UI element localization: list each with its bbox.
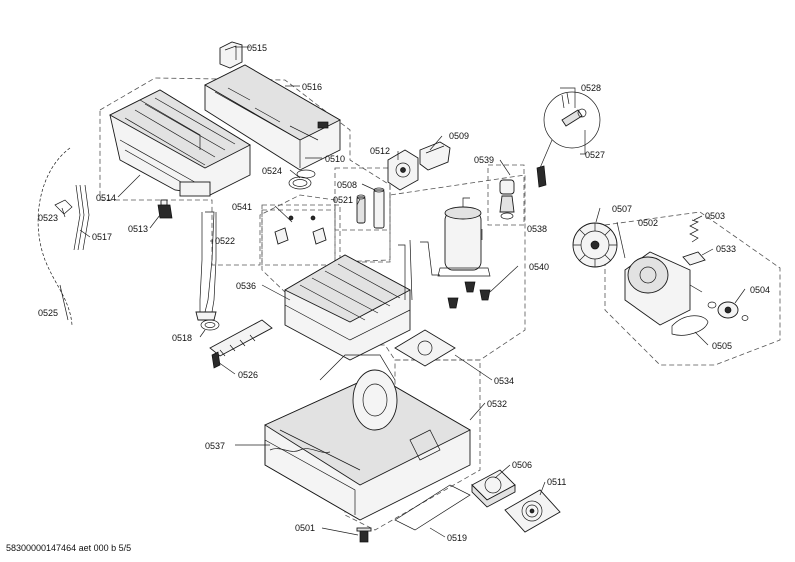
label-0539: 0539: [474, 155, 494, 165]
label-0528: 0528: [581, 83, 601, 93]
part-0517-hose: [73, 184, 90, 251]
label-0513: 0513: [128, 224, 148, 234]
label-0538: 0538: [527, 224, 547, 234]
label-0508: 0508: [337, 180, 357, 190]
label-0512: 0512: [370, 146, 390, 156]
label-0504: 0504: [750, 285, 770, 295]
part-0518-ring: [200, 319, 220, 331]
part-0540-feet: [447, 281, 491, 309]
part-0504-pulley: [707, 301, 749, 321]
assembly-outline-0508: [334, 167, 391, 231]
part-0536-heat-exchanger: [284, 239, 440, 361]
assembly-outline-base: [344, 359, 481, 531]
part-0507-impeller: [572, 222, 618, 268]
assembly-outline-0541: [261, 204, 341, 266]
label-0541: 0541: [232, 202, 252, 212]
label-0527: 0527: [585, 150, 605, 160]
label-0507: 0507: [612, 204, 632, 214]
label-0525: 0525: [38, 308, 58, 318]
assembly-outline-0539: [487, 164, 525, 226]
part-0512-pump: [387, 149, 419, 191]
part-0513-fitting: [157, 199, 173, 219]
label-0532: 0532: [487, 399, 507, 409]
label-0505: 0505: [712, 341, 732, 351]
part-0538-compressor: [437, 197, 491, 277]
assembly-outline-top: [99, 77, 391, 266]
label-0540: 0540: [529, 262, 549, 272]
part-0523-clip: [54, 199, 73, 215]
part-0524-ring: [288, 176, 312, 190]
label-0519: 0519: [447, 533, 467, 543]
part-0505-belt: [671, 315, 709, 336]
label-0501: 0501: [295, 523, 315, 533]
part-0502-motor: [624, 251, 703, 326]
label-0536: 0536: [236, 281, 256, 291]
part-0503-spring: [689, 219, 699, 243]
part-0501-screw: [356, 527, 372, 543]
label-0537: 0537: [205, 441, 225, 451]
part-0541-clips: [274, 215, 327, 245]
part-0539-valve: [499, 179, 515, 220]
part-0534-bracket: [394, 329, 456, 367]
document-id: 58300000147464 aet 000 b 5/5: [6, 543, 132, 553]
label-0533: 0533: [716, 244, 736, 254]
part-0516-top-cover: [204, 64, 341, 171]
label-0518: 0518: [172, 333, 192, 343]
part-0515-cap: [219, 41, 243, 69]
label-0524: 0524: [262, 166, 282, 176]
part-0522-hose: [195, 211, 217, 321]
part-0509-sensor: [419, 141, 451, 171]
part-0526-connector: [209, 319, 273, 369]
part-labels: 0515 0516 0528 0509 0512 0527 0510 0539 …: [38, 43, 770, 543]
label-0526: 0526: [238, 370, 258, 380]
part-0537-base-housing: [264, 354, 471, 521]
label-0516: 0516: [302, 82, 322, 92]
label-0514: 0514: [96, 193, 116, 203]
part-0511-fan-grille: [504, 489, 561, 533]
label-0521: 0521: [333, 195, 353, 205]
part-0521-tube: [356, 194, 366, 224]
leader-lines: [61, 46, 746, 538]
label-0506: 0506: [512, 460, 532, 470]
part-0506-fan: [471, 469, 516, 508]
part-0519-gasket: [394, 484, 471, 531]
part-0510-ring: [296, 169, 316, 179]
label-0522: 0522: [215, 236, 235, 246]
label-0515: 0515: [247, 43, 267, 53]
part-0508-tube: [373, 187, 385, 229]
label-0510: 0510: [325, 154, 345, 164]
part-0514-duct-assembly: [109, 89, 251, 197]
label-0503: 0503: [705, 211, 725, 221]
part-0528-0527-detail: [536, 91, 601, 188]
label-0534: 0534: [494, 376, 514, 386]
label-0511: 0511: [547, 477, 566, 487]
part-0525-hose: [37, 147, 73, 326]
label-0523: 0523: [38, 213, 58, 223]
part-0533-plate: [682, 251, 706, 266]
label-0517: 0517: [92, 232, 112, 242]
label-0509: 0509: [449, 131, 469, 141]
label-0502: 0502: [638, 218, 658, 228]
assembly-outline-motor: [604, 211, 781, 366]
